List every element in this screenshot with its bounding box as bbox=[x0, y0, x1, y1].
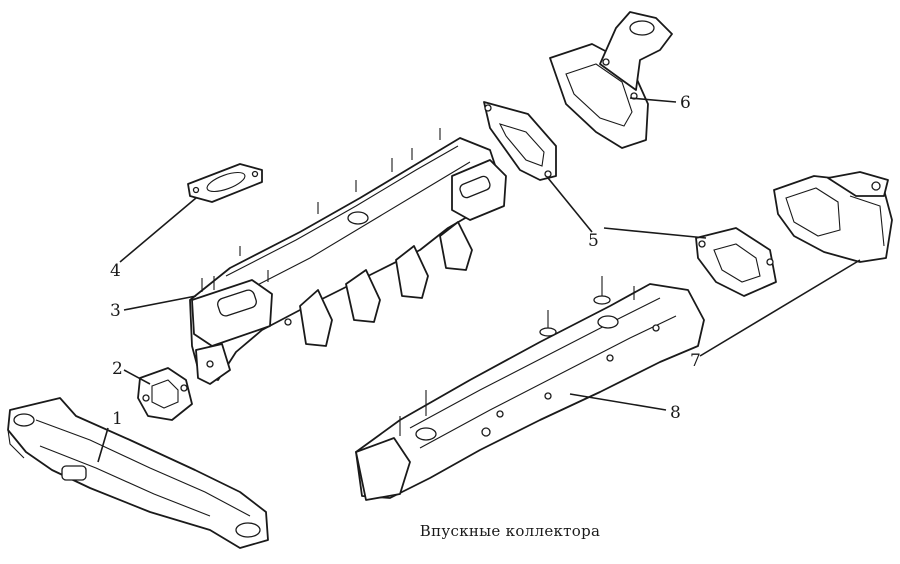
part-4-oval-gasket bbox=[187, 163, 263, 203]
part-5-gaskets bbox=[483, 101, 777, 297]
leader-1 bbox=[97, 427, 109, 463]
leader-5b bbox=[603, 227, 707, 239]
leader-4 bbox=[119, 197, 197, 263]
part-3-cast-manifold bbox=[189, 128, 507, 385]
leader-3 bbox=[123, 295, 197, 311]
part-8-tubular-manifold bbox=[355, 276, 705, 501]
label-5: 5 bbox=[588, 231, 599, 251]
label-4: 4 bbox=[110, 261, 121, 281]
part-1-connecting-pipe bbox=[7, 397, 269, 549]
leader-7 bbox=[699, 259, 861, 357]
leader-lines bbox=[97, 97, 861, 463]
caption-text: Впускные коллектора bbox=[419, 522, 601, 540]
leader-5a bbox=[547, 177, 593, 233]
label-8: 8 bbox=[670, 403, 681, 423]
leader-2 bbox=[123, 369, 151, 385]
label-6: 6 bbox=[680, 93, 691, 113]
label-3: 3 bbox=[110, 301, 121, 321]
part-2-small-gasket bbox=[137, 367, 193, 421]
label-1: 1 bbox=[112, 409, 123, 429]
leader-8 bbox=[569, 393, 667, 411]
figure-caption: Впускные коллектора bbox=[0, 522, 900, 540]
part-7-pipe-section bbox=[773, 171, 893, 263]
part-labels: 1 2 3 4 5 6 7 8 bbox=[110, 93, 701, 429]
label-7: 7 bbox=[690, 351, 701, 371]
leader-6 bbox=[629, 97, 677, 103]
part-6-elbow-pipe bbox=[549, 11, 673, 149]
label-2: 2 bbox=[112, 359, 123, 379]
